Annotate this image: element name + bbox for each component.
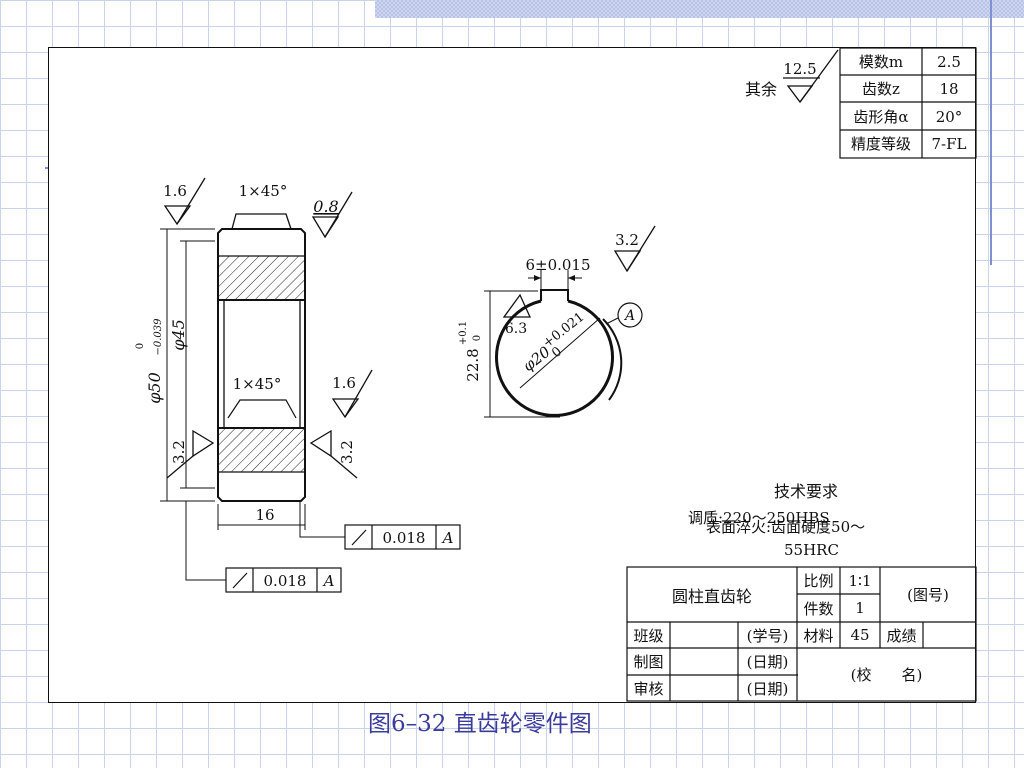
gear-parameter-table xyxy=(839,47,977,159)
requirements-line-3: 55HRC xyxy=(784,541,839,559)
material-label: 材料 xyxy=(803,626,834,645)
quantity-label: 件数 xyxy=(803,599,834,618)
param-name-pressure-angle: 齿形角α xyxy=(853,108,908,126)
datum-a-label: A xyxy=(623,308,635,324)
param-value-module: 2.5 xyxy=(937,53,961,71)
param-value-teeth: 18 xyxy=(939,80,958,98)
runout-1-datum: A xyxy=(441,529,454,547)
param-name-teeth: 齿数z xyxy=(862,80,900,98)
section-dimension-lines xyxy=(160,228,345,581)
date-2: (日期) xyxy=(746,679,789,698)
class-label: 班级 xyxy=(633,626,664,645)
roughness-other-symbol xyxy=(783,49,839,104)
date-1: (日期) xyxy=(746,653,789,671)
drawn-label: 制图 xyxy=(633,653,664,671)
outer-diameter-label: φ50 xyxy=(145,372,164,404)
runout-2-value: 0.018 xyxy=(264,572,307,590)
roughness-right-value: 3.2 xyxy=(338,440,356,464)
keyway-depth-tol-upper: +0.1 xyxy=(458,321,469,345)
keyway-depth-label: 22.8 xyxy=(464,348,482,381)
width-dimension: 16 xyxy=(255,506,274,524)
param-value-accuracy: 7-FL xyxy=(932,135,967,153)
bore-tol-upper: +0.021 xyxy=(540,310,587,351)
check-label: 审核 xyxy=(633,679,664,698)
part-name: 圆柱直齿轮 xyxy=(671,586,752,606)
bore-keyway-view xyxy=(484,270,643,418)
inner-diameter-label: φ45 xyxy=(169,319,188,351)
runout-2-datum: A xyxy=(322,572,335,590)
roughness-symbols-bore xyxy=(502,225,656,318)
requirements-title: 技术要求 xyxy=(774,482,838,501)
param-value-pressure-angle: 20° xyxy=(936,108,963,126)
roughness-symbols-section xyxy=(163,177,373,479)
roughness-top-left-value: 1.6 xyxy=(163,182,187,200)
outer-tol-lower: −0.039 xyxy=(153,318,164,356)
roughness-top-value: 0.8 xyxy=(313,197,338,216)
bore-chamfer-label: 1×45° xyxy=(233,375,282,393)
roughness-hub-value: 6.3 xyxy=(505,321,527,337)
drawing-number: (图号) xyxy=(907,586,949,604)
figure-caption: 图6–32 直齿轮零件图 xyxy=(368,711,592,737)
right-decor-line xyxy=(990,0,992,265)
param-name-module: 模数m xyxy=(859,53,903,71)
material-value: 45 xyxy=(850,626,870,644)
requirements-line-2: 表面淬火:齿面硬度50～ xyxy=(706,518,865,536)
scale-value: 1∶1 xyxy=(848,571,872,590)
runout-frame-1 xyxy=(344,524,461,550)
school-name: (校 名) xyxy=(850,666,923,684)
roughness-other-label: 其余 xyxy=(745,80,777,99)
top-decor-band xyxy=(375,0,1024,18)
keyway-depth-tol-lower: 0 xyxy=(472,335,483,341)
outer-tol-upper: 0 xyxy=(135,343,146,349)
top-chamfer-label: 1×45° xyxy=(239,182,288,200)
student-number: (学号) xyxy=(746,626,789,645)
requirements-line-1: 调质:220～250HBS xyxy=(688,509,830,527)
title-block xyxy=(626,566,977,702)
keyway-width-label: 6±0.015 xyxy=(525,256,590,274)
param-name-accuracy: 精度等级 xyxy=(851,135,911,153)
gear-section-view xyxy=(217,213,306,502)
scale-label: 比例 xyxy=(803,572,834,590)
roughness-left-value: 3.2 xyxy=(170,440,188,464)
roughness-bore-value: 1.6 xyxy=(332,374,356,392)
grade-label: 成绩 xyxy=(886,626,917,645)
quantity-value: 1 xyxy=(855,599,865,617)
runout-1-value: 0.018 xyxy=(383,529,426,547)
roughness-keyway-value: 3.2 xyxy=(615,231,639,249)
roughness-other-value: 12.5 xyxy=(783,60,816,78)
runout-frame-2 xyxy=(225,567,342,593)
